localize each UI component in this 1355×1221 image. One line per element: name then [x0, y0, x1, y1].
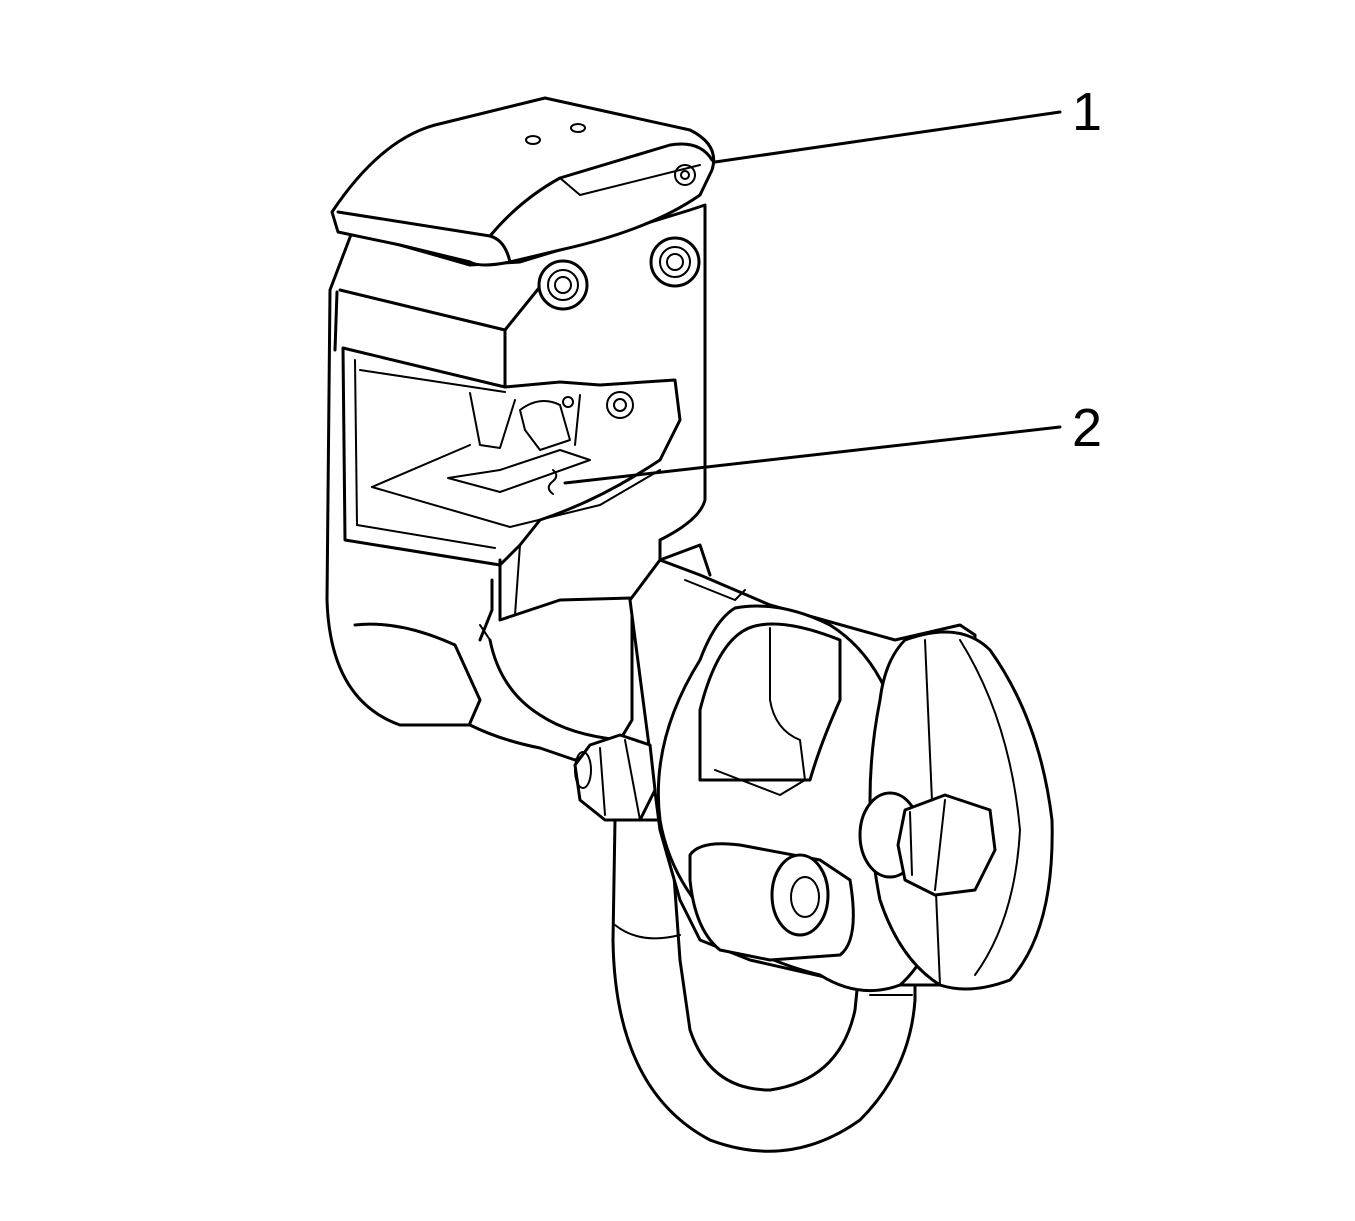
callout-label-1: 1 — [1072, 82, 1102, 142]
shackle-block — [628, 543, 1054, 993]
leader-line-1 — [713, 110, 1062, 164]
leader-lines — [563, 110, 1062, 485]
bracket-body — [325, 203, 707, 762]
leader-line-2 — [563, 425, 1062, 485]
side-bolts — [537, 236, 701, 311]
shackle-bolt — [573, 733, 997, 897]
top-cap — [330, 96, 716, 267]
callout-label-2: 2 — [1072, 398, 1102, 458]
